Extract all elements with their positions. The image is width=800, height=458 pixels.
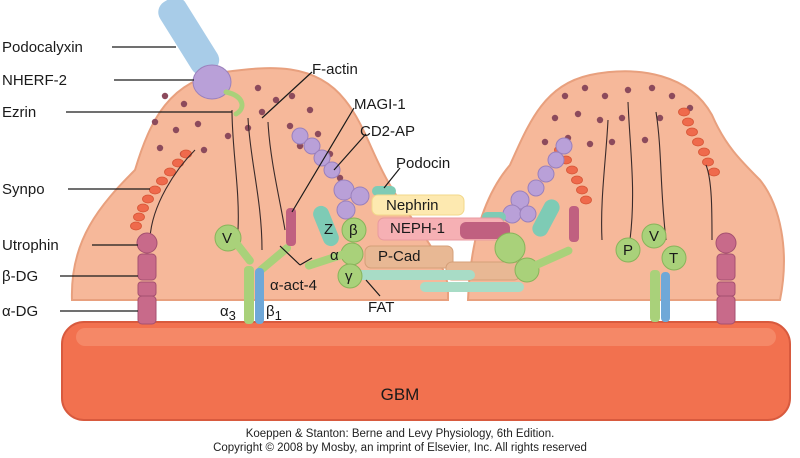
label-alpha-dg: α-DG	[2, 303, 39, 320]
label-podocalyxin: Podocalyxin	[2, 39, 83, 56]
label-beta-catenin: β	[349, 222, 358, 239]
label-z: Z	[324, 221, 334, 238]
actin-filaments	[149, 101, 713, 251]
neph1-tail	[460, 222, 510, 239]
credit-line-2: Copyright © 2008 by Mosby, an imprint of…	[213, 442, 587, 454]
label-ezrin: Ezrin	[2, 104, 37, 121]
cd2ap-chain-left	[291, 127, 370, 220]
label-pcad: P-Cad	[378, 248, 421, 265]
synpo-dots-left	[130, 149, 192, 231]
label-alpha-act4: α-act-4	[270, 277, 318, 294]
label-gbm: GBM	[380, 385, 420, 404]
gbm-membrane	[61, 321, 791, 421]
label-synpo: Synpo	[2, 181, 45, 198]
nherf2-oval	[192, 64, 232, 100]
leader-lines	[60, 46, 401, 312]
label-alpha3: α3	[220, 303, 236, 323]
label-alpha-catenin: α	[330, 247, 339, 264]
magi-bar-right	[569, 206, 579, 242]
podocalyxin-rod	[158, 0, 220, 76]
alpha-actinin-bars	[226, 231, 573, 274]
credit-line-1: Koeppen & Stanton: Berne and Levy Physio…	[245, 428, 555, 440]
label-nephrin: Nephrin	[386, 197, 439, 214]
magi-bar-left	[286, 208, 296, 246]
ezrin-hook	[223, 89, 245, 117]
pcad-bar	[364, 245, 454, 269]
integrin-right-beta	[661, 272, 670, 322]
cd2ap-chain-right	[502, 137, 573, 224]
label-utrophin: Utrophin	[2, 237, 59, 254]
teal-bar-right	[532, 199, 560, 237]
nephrin-bar	[371, 194, 465, 216]
right-vesicle-dots	[541, 84, 694, 148]
label-nherf2: NHERF-2	[2, 72, 68, 89]
right-podocyte-cell	[466, 70, 785, 301]
label-podocin: Podocin	[396, 155, 451, 172]
label-cd2ap: CD2-AP	[360, 123, 416, 140]
label-factin: F-actin	[312, 61, 358, 78]
label-beta1: β1	[266, 303, 282, 323]
integrin-right-alpha	[650, 270, 660, 322]
dystroglycan-right	[715, 232, 737, 325]
label-v-left: V	[222, 230, 233, 247]
integrin-alpha3	[244, 266, 254, 324]
integrin-beta1	[255, 268, 264, 324]
fat-bar-2	[420, 282, 524, 292]
synpo-dots-right	[554, 107, 720, 205]
label-neph1: NEPH-1	[390, 220, 446, 237]
fat-bar	[355, 270, 475, 280]
label-t: T	[669, 250, 679, 267]
label-beta-dg: β-DG	[2, 268, 39, 285]
teal-bar-left	[313, 205, 339, 247]
label-fat: FAT	[368, 299, 395, 316]
label-magi1: MAGI-1	[354, 96, 406, 113]
label-gamma-catenin: γ	[345, 268, 353, 285]
gbm-highlight	[76, 328, 776, 346]
podocin-bar	[372, 186, 396, 196]
label-v-right: V	[649, 228, 660, 245]
label-p: P	[623, 242, 634, 259]
dystroglycan-left	[136, 232, 158, 325]
catenin-complex	[214, 217, 687, 289]
